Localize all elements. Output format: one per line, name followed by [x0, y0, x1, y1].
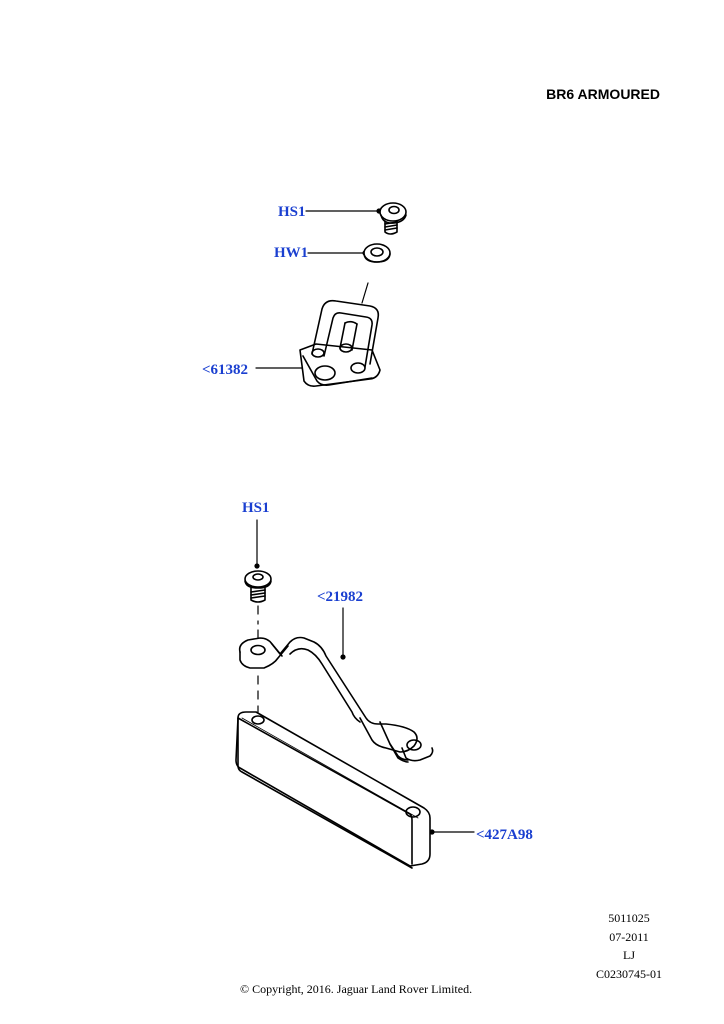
callout-427a98: <427A98 [476, 827, 533, 843]
leader-hw1 [307, 250, 368, 256]
callout-hs1-top: HS1 [278, 204, 306, 220]
meta-line-3: LJ [623, 948, 635, 962]
leader-hs1-bottom [254, 519, 260, 569]
meta-line-1: 5011025 [608, 911, 650, 925]
drawing-meta: 5011025 07-2011 LJ C0230745-01 [596, 909, 662, 983]
leader-61382 [255, 365, 307, 371]
callout-21982: <21982 [317, 589, 364, 605]
leader-427a98 [429, 829, 475, 835]
callout-61382: <61382 [202, 362, 249, 378]
leader-21982 [340, 607, 346, 660]
washer-icon [363, 243, 391, 263]
bolt-bottom-icon [244, 570, 272, 603]
callout-hs1-bottom: HS1 [242, 500, 270, 516]
bolt-top-icon [379, 202, 407, 235]
meta-line-2: 07-2011 [609, 929, 649, 944]
diagram-title: BR6 ARMOURED [546, 86, 660, 102]
handle-icon [238, 636, 434, 763]
u-bracket-icon [299, 299, 381, 387]
leader-hs1-top [305, 208, 382, 214]
block-icon [235, 711, 431, 869]
copyright-notice: © Copyright, 2016. Jaguar Land Rover Lim… [240, 982, 473, 996]
callout-hw1: HW1 [274, 245, 309, 261]
meta-line-4: C0230745-01 [596, 966, 662, 981]
